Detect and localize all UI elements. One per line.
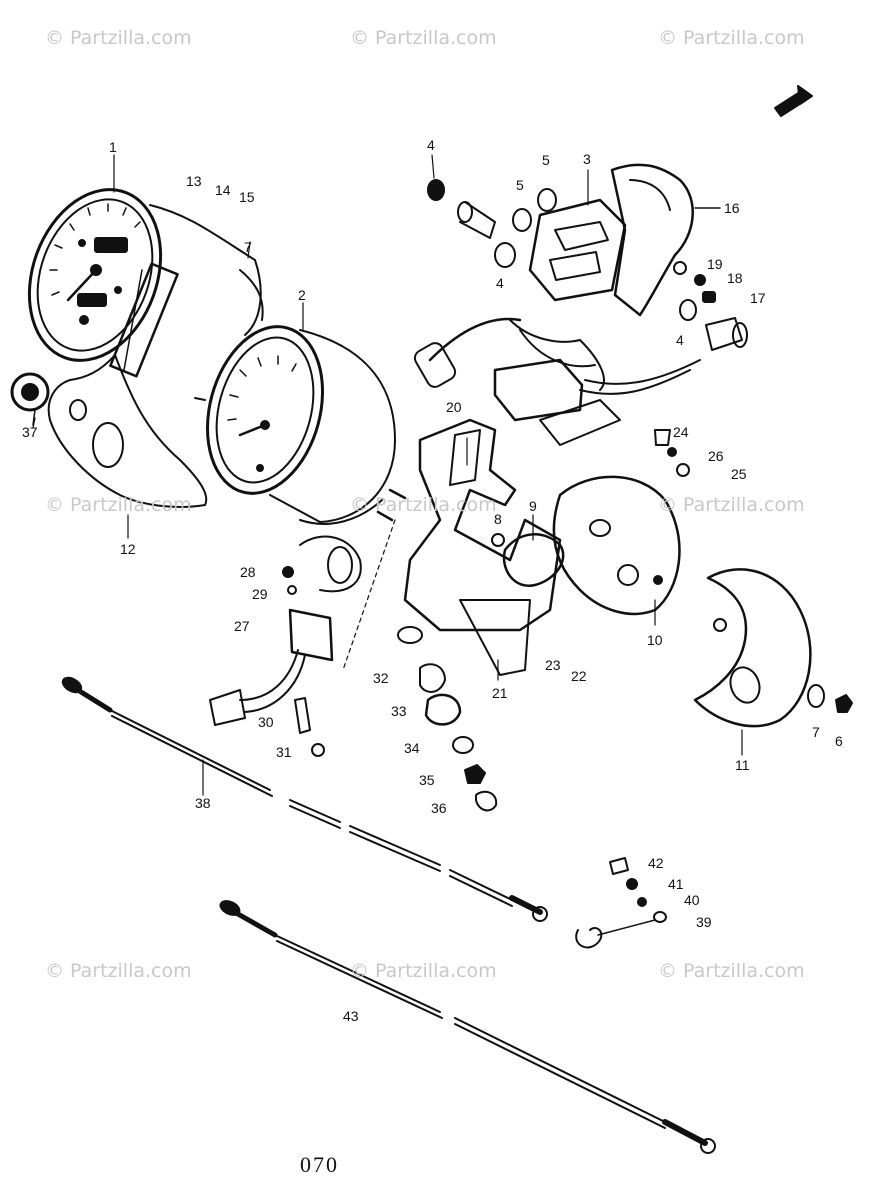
callout-4: 4 [676,332,684,348]
fastener-stack-parts-32-36 [342,519,498,812]
callout-33: 33 [391,703,407,719]
page-number: 070 [300,1152,339,1177]
callout-20: 20 [446,399,462,415]
watermark: © Partzilla.com [45,27,192,49]
speedometer-cable-part-38 [61,676,548,922]
callout-36: 36 [431,800,447,816]
callout-16: 16 [724,200,740,216]
callout-1: 1 [109,139,117,155]
callout-12: 12 [120,541,136,557]
callout-24: 24 [673,424,689,440]
callout-17: 17 [750,290,766,306]
callout-43: 43 [343,1008,359,1024]
callout-10: 10 [647,632,663,648]
bracket-part-21 [397,418,562,676]
callout-19: 19 [707,256,723,272]
callout-39: 39 [696,914,712,930]
callout-3: 3 [583,151,591,167]
callout-35: 35 [419,772,435,788]
watermark: © Partzilla.com [45,494,192,516]
callout-13: 13 [186,173,202,189]
cover-part-16 [610,163,721,317]
meter-cup-part-11 [693,568,812,728]
callout-31: 31 [276,744,292,760]
callout-5: 5 [516,177,524,193]
callout-30: 30 [258,714,274,730]
callout-4: 4 [427,137,435,153]
leader-lines [32,154,743,796]
grommet-parts-8-9 [491,533,565,588]
callout-4: 4 [496,275,504,291]
callout-7: 7 [244,239,252,255]
callout-7: 7 [812,724,820,740]
socket-parts-27-31 [209,535,362,757]
watermark: © Partzilla.com [350,27,497,49]
callout-2: 2 [298,287,306,303]
callout-38: 38 [195,795,211,811]
callout-9: 9 [529,498,537,514]
callout-34: 34 [404,740,420,756]
small-hardware-right [654,261,748,477]
tachometer-cable-part-43 [219,900,716,1154]
indicator-assembly-part-3 [413,179,701,446]
callout-32: 32 [373,670,389,686]
clamp-parts-39-42 [575,857,667,949]
callout-6: 6 [835,733,843,749]
callout-41: 41 [668,876,684,892]
watermark: © Partzilla.com [658,494,805,516]
watermark: © Partzilla.com [350,494,497,516]
callout-37: 37 [22,424,38,440]
nut-washer-parts-6-7 [807,684,853,713]
watermark: © Partzilla.com [658,960,805,982]
callout-18: 18 [727,270,743,286]
watermark: © Partzilla.com [658,27,805,49]
callout-40: 40 [684,892,700,908]
callout-22: 22 [571,668,587,684]
watermark: © Partzilla.com [350,960,497,982]
callout-26: 26 [708,448,724,464]
callout-15: 15 [239,189,255,205]
callout-25: 25 [731,466,747,482]
tachometer-part-2 [205,325,407,525]
meter-case-part-12 [47,204,264,508]
callout-21: 21 [492,685,508,701]
callout-14: 14 [215,182,231,198]
callout-29: 29 [252,586,268,602]
indicator-lamp-part-37 [10,372,50,426]
callout-28: 28 [240,564,256,580]
speedometer-part-1 [27,188,163,362]
callout-42: 42 [648,855,664,871]
backing-plate-part-10 [552,475,681,616]
callout-27: 27 [234,618,250,634]
watermark: © Partzilla.com [45,960,192,982]
callout-11: 11 [735,757,750,773]
callout-5: 5 [542,152,550,168]
callout-23: 23 [545,657,561,673]
direction-arrow-icon [774,85,813,117]
callout-8: 8 [494,511,502,527]
